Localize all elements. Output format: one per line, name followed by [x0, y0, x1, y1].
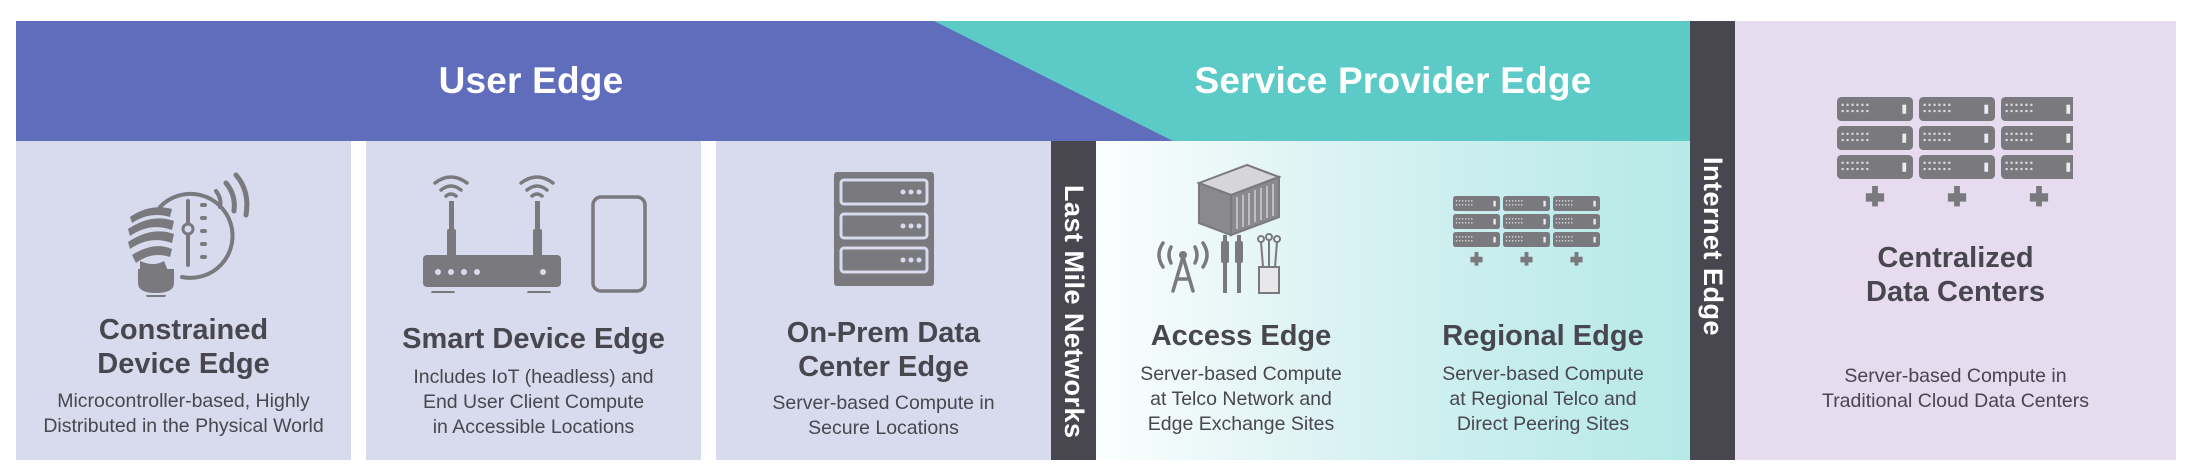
router-and-phone-icon: [423, 175, 647, 293]
phone-icon: [591, 195, 647, 293]
last-mile-networks-bar: Last Mile Networks: [1051, 141, 1096, 460]
user-edge-banner-bg: [16, 21, 1173, 141]
centralized-data-centers-title: Centralized Data Centers: [1735, 241, 2176, 309]
on-prem-data-center-edge-panel: On-Prem Data Center Edge Server-based Co…: [716, 141, 1051, 460]
plug-icon: [1947, 186, 1967, 207]
access-edge-section: Access Edge Server-based Compute at Telc…: [1096, 141, 1386, 460]
title-line: Regional Edge: [1442, 320, 1644, 352]
smart-device-edge-description: Includes IoT (headless) and End User Cli…: [366, 365, 701, 440]
server-unit-icon: [1553, 196, 1600, 211]
title-line: Constrained: [98, 314, 269, 346]
last-mile-networks-label: Last Mile Networks: [1059, 185, 1089, 439]
smart-device-edge-panel: Smart Device Edge Includes IoT (headless…: [366, 141, 701, 460]
server-unit-icon: [2001, 97, 2073, 121]
desc-line: at Regional Telco and: [1449, 388, 1637, 410]
fiber-cable-icon: [1257, 233, 1281, 294]
plug-icon: [1470, 252, 1483, 266]
desc-line: Server-based Compute: [1140, 363, 1342, 385]
regional-edge-section: Regional Edge Server-based Compute at Re…: [1396, 141, 1690, 460]
server-unit-icon: [1553, 232, 1600, 247]
regional-edge-description: Server-based Compute at Regional Telco a…: [1396, 362, 1690, 437]
internet-edge-bar: Internet Edge: [1690, 21, 1735, 460]
server-unit-icon: [1837, 155, 1913, 179]
cell-tower-icon: [1157, 241, 1209, 293]
server-unit-icon: [1503, 214, 1550, 229]
plug-icon: [1570, 252, 1583, 266]
internet-edge-label: Internet Edge: [1698, 157, 1728, 337]
server-rack-icon: [834, 172, 934, 286]
connector-cables-icon: [1221, 235, 1243, 293]
title-line: Device Edge: [97, 348, 270, 380]
server-unit-icon: [1503, 196, 1550, 211]
server-unit-icon: [1919, 126, 1995, 150]
desc-line: Distributed in the Physical World: [43, 415, 324, 437]
server-unit-icon: [1453, 232, 1500, 247]
desc-line: Server-based Compute: [1442, 363, 1644, 385]
user-edge-title: User Edge: [438, 60, 624, 101]
desc-line: Edge Exchange Sites: [1147, 413, 1335, 435]
server-unit-icon: [1919, 97, 1995, 121]
desc-line: Server-based Compute in: [1844, 365, 2067, 387]
access-edge-description: Server-based Compute at Telco Network an…: [1096, 362, 1386, 437]
desc-line: Traditional Cloud Data Centers: [1822, 390, 2089, 412]
desc-line: Server-based Compute in: [772, 392, 995, 414]
server-unit-icon: [1453, 214, 1500, 229]
regional-edge-title: Regional Edge: [1396, 319, 1690, 353]
server-unit-icon: [1919, 155, 1995, 179]
service-provider-edge-panel: Access Edge Server-based Compute at Telc…: [1096, 141, 1690, 460]
server-unit-icon: [1837, 126, 1913, 150]
server-unit-icon: [1837, 97, 1913, 121]
service-provider-edge-title: Service Provider Edge: [1194, 60, 1592, 101]
title-line: On-Prem Data: [786, 317, 981, 349]
constrained-device-edge-description: Microcontroller-based, Highly Distribute…: [16, 389, 351, 439]
desc-line: Direct Peering Sites: [1456, 413, 1630, 435]
title-line: Centralized: [1877, 242, 2034, 274]
server-unit-icon: [2001, 126, 2073, 150]
server-unit-icon: [1553, 214, 1600, 229]
server-unit-icon: [2001, 155, 2073, 179]
constrained-device-edge-panel: Constrained Device Edge Microcontroller-…: [16, 141, 351, 460]
plug-icon: [1520, 252, 1533, 266]
data-center-cluster-icon: [1837, 97, 2073, 207]
centralized-data-centers-description: Server-based Compute in Traditional Clou…: [1735, 364, 2176, 414]
container-tower-cables-icon: [1157, 163, 1282, 294]
constrained-device-edge-title: Constrained Device Edge: [16, 313, 351, 381]
desc-line: Microcontroller-based, Highly: [57, 390, 310, 412]
server-unit-icon: [1453, 196, 1500, 211]
on-prem-data-center-edge-description: Server-based Compute in Secure Locations: [716, 391, 1051, 441]
smart-bulb-dial-icon: [128, 172, 250, 297]
desc-line: Secure Locations: [808, 417, 959, 439]
smart-device-edge-title: Smart Device Edge: [366, 322, 701, 356]
title-line: Access Edge: [1150, 320, 1332, 352]
desc-line: Includes IoT (headless) and: [413, 366, 654, 388]
access-edge-title: Access Edge: [1096, 319, 1386, 353]
title-line: Data Centers: [1866, 276, 2045, 308]
centralized-data-centers-panel: Centralized Data Centers Server-based Co…: [1735, 21, 2176, 460]
title-line: Center Edge: [798, 351, 969, 383]
on-prem-data-center-edge-title: On-Prem Data Center Edge: [716, 316, 1051, 384]
desc-line: at Telco Network and: [1150, 388, 1332, 410]
plug-icon: [1865, 186, 1885, 207]
server-cluster-icon: [1453, 196, 1600, 266]
title-line: Smart Device Edge: [402, 323, 665, 355]
plug-icon: [2029, 186, 2049, 207]
edge-banner: [16, 21, 1690, 141]
desc-line: End User Client Compute: [422, 391, 645, 413]
desc-line: in Accessible Locations: [432, 416, 635, 438]
server-unit-icon: [1503, 232, 1550, 247]
